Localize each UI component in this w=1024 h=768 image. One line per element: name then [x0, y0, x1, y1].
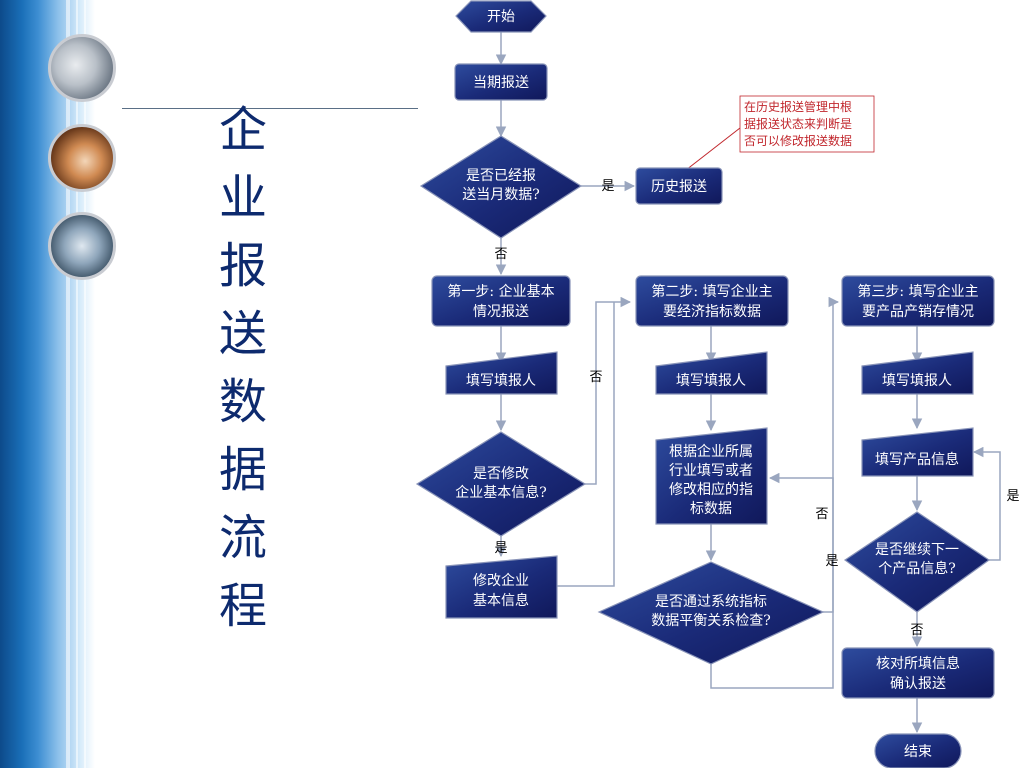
title-char: 业	[218, 170, 267, 226]
comment-line: 据报送状态来判断是	[744, 116, 852, 131]
current-report-label: 当期报送	[473, 75, 529, 91]
title-char: 报	[218, 238, 267, 294]
connector	[585, 296, 632, 485]
comment-line: 在历史报送管理中根	[744, 99, 852, 114]
industry-fill-line: 修改相应的指	[669, 481, 753, 498]
comment-note: 在历史报送管理中根 据报送状态来判断是 否可以修改报送数据	[739, 95, 875, 153]
verify-line: 确认报送	[890, 676, 946, 692]
start-node: 开始	[455, 0, 547, 33]
comment-line: 否可以修改报送数据	[744, 133, 852, 148]
step1-node: 第一步: 企业基本 情况报送	[431, 275, 571, 327]
verify-line: 核对所填信息	[876, 655, 960, 672]
start-label: 开始	[487, 9, 515, 25]
branch-label-yes: 是	[601, 179, 614, 194]
page-title: 企 业 报 送 数 据 流 程	[213, 96, 273, 640]
connector	[768, 472, 834, 613]
industry-fill-line: 根据企业所属	[669, 443, 753, 460]
fill-reporter-label: 填写填报人	[882, 373, 952, 389]
connector	[972, 446, 1001, 561]
photo-thumbnail-mouse	[48, 34, 116, 102]
step1-line: 情况报送	[473, 304, 529, 320]
branch-label-yes: 是	[1006, 489, 1019, 504]
step1-line: 第一步: 企业基本	[447, 283, 554, 300]
decision-reported-line: 送当月数据?	[462, 187, 540, 203]
modify-info-line: 基本信息	[473, 592, 529, 609]
modify-info-node: 修改企业 基本信息	[445, 555, 558, 619]
title-char: 流	[218, 510, 267, 566]
end-label: 结束	[904, 744, 932, 760]
fill-reporter-node-1: 填写填报人	[445, 351, 558, 395]
industry-fill-line: 行业填写或者	[669, 463, 753, 479]
history-label: 历史报送	[651, 179, 707, 195]
modify-info-line: 修改企业	[473, 572, 529, 589]
decision-reported-node: 是否已经报 送当月数据?	[419, 135, 583, 239]
branch-label-no: 否	[589, 370, 602, 385]
branch-label-yes: 是	[825, 554, 838, 569]
photo-thumbnail-walking	[48, 212, 116, 280]
title-char: 送	[218, 306, 267, 362]
branch-label-no: 否	[494, 247, 507, 262]
decision-check-line: 是否通过系统指标	[655, 594, 767, 610]
title-char: 程	[218, 578, 267, 634]
fill-reporter-label: 填写填报人	[676, 373, 746, 389]
title-rule	[122, 108, 418, 109]
current-report-node: 当期报送	[454, 63, 548, 101]
comment-pointer	[685, 127, 741, 171]
decision-check-line: 数据平衡关系检查?	[651, 613, 771, 629]
branch-label-no: 否	[910, 623, 923, 638]
end-node: 结束	[874, 733, 962, 768]
decision-next-node: 是否继续下一 个产品信息?	[843, 511, 991, 613]
industry-fill-line: 标数据	[690, 501, 732, 517]
fill-reporter-node-2: 填写填报人	[655, 351, 768, 395]
decision-modify-node: 是否修改 企业基本信息?	[415, 431, 587, 537]
title-char: 数	[218, 374, 267, 430]
fill-product-node: 填写产品信息	[861, 427, 974, 477]
branch-label-yes: 是	[494, 541, 507, 556]
connectors	[495, 32, 1001, 734]
step2-line: 第二步: 填写企业主	[651, 283, 772, 300]
fill-reporter-label: 填写填报人	[466, 373, 536, 389]
industry-fill-node: 根据企业所属 行业填写或者 修改相应的指 标数据	[655, 427, 768, 525]
history-node: 历史报送	[635, 167, 723, 205]
decision-next-line: 是否继续下一	[875, 541, 959, 558]
step3-line: 要产品产销存情况	[862, 304, 974, 320]
fill-reporter-node-3: 填写填报人	[861, 351, 974, 395]
fill-product-label: 填写产品信息	[875, 451, 959, 468]
decision-check-node: 是否通过系统指标 数据平衡关系检查?	[597, 561, 825, 665]
decision-modify-line: 是否修改	[473, 466, 529, 482]
branch-labels: 是 否 否 是 否 是 是 否	[494, 179, 1019, 638]
photo-thumbnail-businesspeople	[48, 124, 116, 192]
title-char: 据	[218, 442, 267, 498]
step2-line: 要经济指标数据	[663, 304, 761, 320]
branch-label-no: 否	[815, 507, 828, 522]
decision-modify-line: 企业基本信息?	[455, 484, 547, 501]
decision-reported-line: 是否已经报	[466, 168, 536, 184]
connector	[710, 296, 840, 689]
step3-node: 第三步: 填写企业主 要产品产销存情况	[841, 275, 995, 327]
title-char: 企	[218, 102, 267, 158]
step3-line: 第三步: 填写企业主	[857, 283, 978, 300]
verify-node: 核对所填信息 确认报送	[841, 647, 995, 699]
step2-node: 第二步: 填写企业主 要经济指标数据	[635, 275, 789, 327]
decision-next-line: 个产品信息?	[878, 560, 956, 577]
connector	[557, 302, 615, 587]
